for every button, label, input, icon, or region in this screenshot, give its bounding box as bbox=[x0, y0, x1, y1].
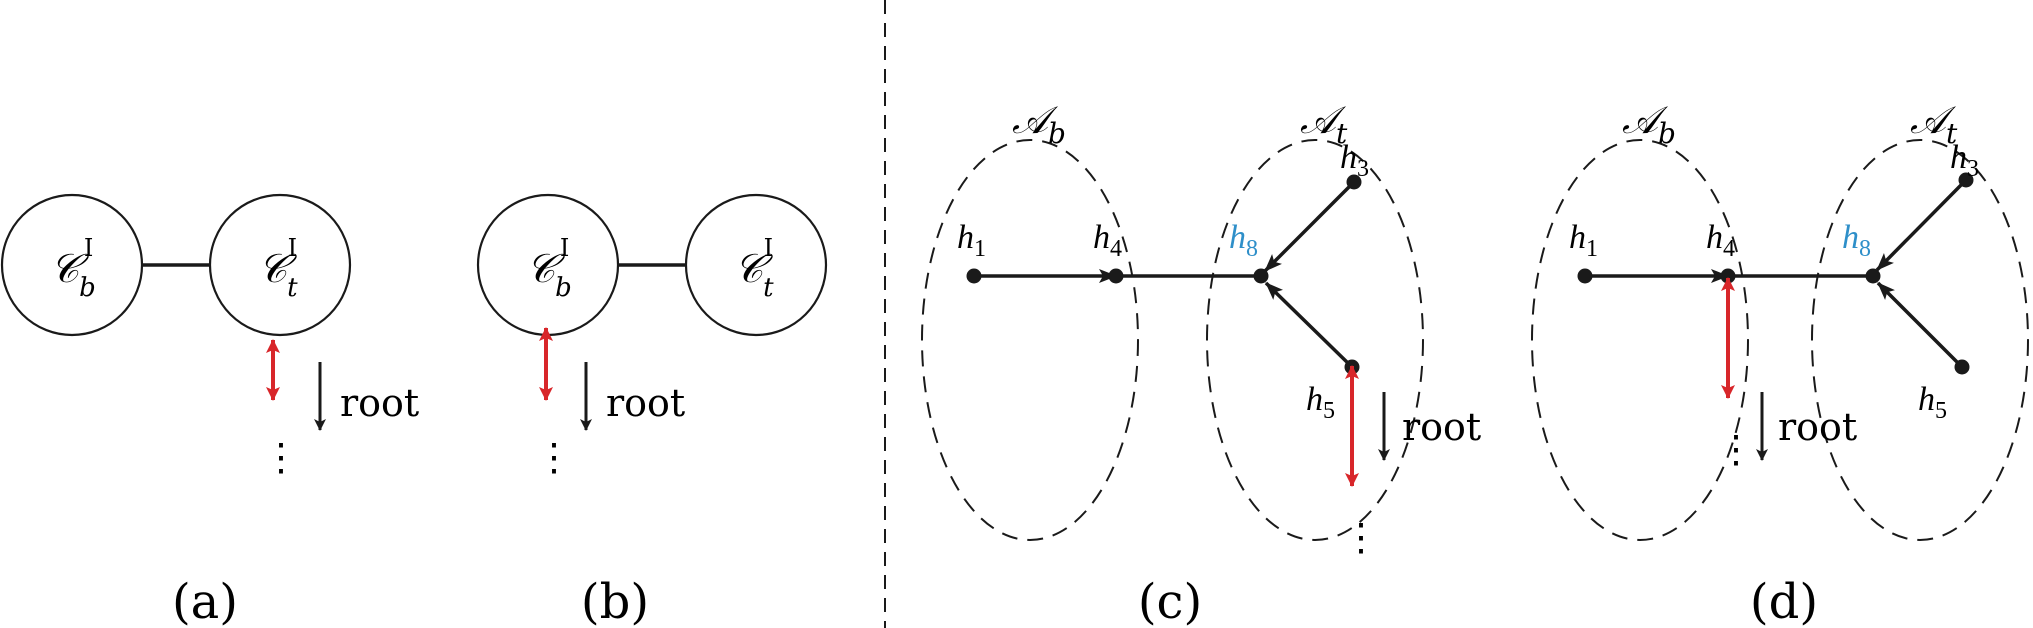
edge-h5-h8 bbox=[1264, 281, 1354, 369]
label-h3: h3 bbox=[1950, 139, 1979, 182]
label-h5: h5 bbox=[1918, 381, 1947, 424]
panel-b: 𝒞bI 𝒞tI root ⋮ (b) bbox=[476, 193, 828, 628]
edge-h5-h8 bbox=[1876, 281, 1964, 369]
label-h1: h1 bbox=[1569, 219, 1598, 262]
root-label: root bbox=[340, 381, 419, 425]
label-h4: h4 bbox=[1706, 219, 1735, 262]
node-h8 bbox=[1865, 268, 1881, 284]
label-h3: h3 bbox=[1340, 139, 1369, 182]
edge-h3-h8 bbox=[1263, 180, 1356, 273]
root-label: root bbox=[606, 381, 685, 425]
set-ab-label: 𝒜b bbox=[1012, 98, 1066, 150]
ellipsis: ⋮ bbox=[1717, 427, 1755, 471]
node-ct-label: 𝒞tI bbox=[734, 234, 774, 303]
node-cb-label: 𝒞bI bbox=[50, 234, 96, 303]
node-ct-label: 𝒞tI bbox=[258, 234, 298, 303]
set-at-ellipse bbox=[1206, 139, 1424, 541]
label-h1: h1 bbox=[957, 219, 986, 262]
ellipsis: ⋮ bbox=[535, 435, 573, 479]
panel-a: 𝒞bI 𝒞tI root ⋮ (a) bbox=[0, 193, 419, 628]
caption-c: (c) bbox=[1138, 574, 1202, 628]
set-at-ellipse bbox=[1811, 139, 2029, 541]
node-h3 bbox=[1346, 174, 1362, 190]
node-h3 bbox=[1958, 172, 1974, 188]
panel-c: 𝒜b 𝒜t h1 h4 h8 h3 h5 root ⋮ (c) bbox=[921, 98, 1481, 628]
node-cb-label: 𝒞bI bbox=[526, 234, 572, 303]
caption-a: (a) bbox=[172, 574, 238, 628]
set-ab-ellipse bbox=[921, 139, 1139, 541]
panel-d: 𝒜b 𝒜t h1 h4 h8 h3 h5 root ⋮ (d) bbox=[1531, 98, 2029, 628]
ellipsis: ⋮ bbox=[262, 435, 300, 479]
label-h4: h4 bbox=[1093, 219, 1122, 262]
edge-h3-h8 bbox=[1875, 178, 1968, 272]
node-h1 bbox=[966, 268, 982, 284]
node-h5 bbox=[1954, 359, 1970, 375]
node-h8 bbox=[1253, 268, 1269, 284]
label-h5: h5 bbox=[1306, 381, 1335, 424]
ellipsis: ⋮ bbox=[1342, 515, 1380, 559]
caption-b: (b) bbox=[581, 574, 649, 628]
root-label: root bbox=[1778, 405, 1857, 449]
label-h8: h8 bbox=[1229, 219, 1258, 262]
root-label: root bbox=[1402, 405, 1481, 449]
node-h1 bbox=[1577, 268, 1593, 284]
set-ab-label: 𝒜b bbox=[1622, 98, 1676, 150]
label-h8: h8 bbox=[1842, 219, 1871, 262]
set-ab-ellipse bbox=[1531, 139, 1749, 541]
caption-d: (d) bbox=[1750, 574, 1818, 628]
node-h4 bbox=[1108, 268, 1124, 284]
